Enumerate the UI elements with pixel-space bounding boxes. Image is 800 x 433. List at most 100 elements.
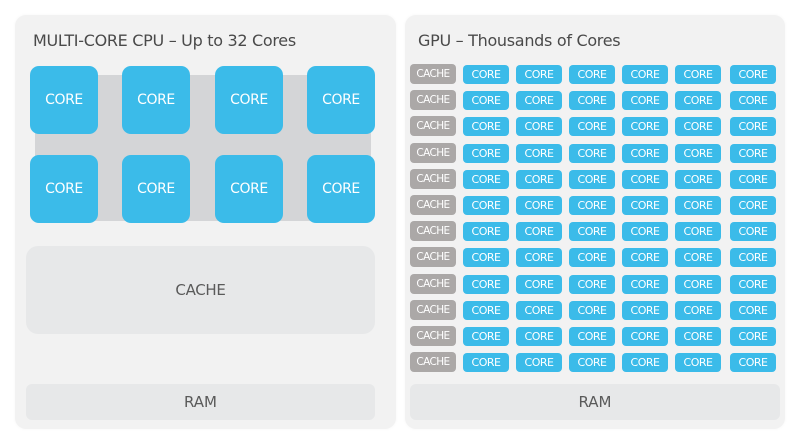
gpu-core: CORE [622, 248, 668, 268]
gpu-core: CORE [463, 222, 509, 242]
gpu-core: CORE [516, 91, 562, 111]
cpu-core: CORE [30, 155, 98, 223]
gpu-core: CORE [516, 274, 562, 294]
gpu-core: CORE [463, 248, 509, 268]
cpu-core: CORE [30, 66, 98, 134]
gpu-core: CORE [463, 274, 509, 294]
gpu-core: CORE [730, 248, 776, 268]
gpu-cache: CACHE [410, 168, 456, 189]
gpu-core: CORE [730, 222, 776, 242]
cpu-core: CORE [122, 66, 190, 134]
gpu-title: GPU – Thousands of Cores [418, 31, 621, 50]
gpu-ram-block: RAM [410, 384, 780, 420]
gpu-core: CORE [675, 274, 721, 294]
gpu-core: CORE [516, 248, 562, 268]
gpu-core: CORE [569, 169, 615, 189]
cpu-panel: MULTI-CORE CPU – Up to 32 Cores CORE CORE… [15, 15, 396, 429]
gpu-core: CORE [569, 274, 615, 294]
gpu-core: CORE [675, 65, 721, 84]
gpu-core: CORE [463, 117, 509, 137]
gpu-core: CORE [622, 327, 668, 346]
gpu-core: CORE [569, 222, 615, 242]
gpu-row: CACHE CORE CORE CORE CORE CORE CORE [410, 64, 780, 84]
gpu-core: CORE [675, 117, 721, 137]
cpu-title: MULTI-CORE CPU – Up to 32 Cores [33, 31, 296, 50]
gpu-core: CORE [569, 91, 615, 111]
gpu-core: CORE [569, 353, 615, 373]
gpu-core: CORE [463, 300, 509, 320]
gpu-row: CACHE CORE CORE CORE CORE CORE CORE [410, 221, 780, 242]
gpu-core: CORE [675, 248, 721, 268]
cpu-core: CORE [307, 155, 375, 223]
gpu-core: CORE [569, 248, 615, 268]
gpu-row: CACHE CORE CORE CORE CORE CORE CORE [410, 90, 780, 111]
gpu-cache: CACHE [410, 221, 456, 242]
gpu-core: CORE [730, 274, 776, 294]
gpu-row: CACHE CORE CORE CORE CORE CORE CORE [410, 273, 780, 294]
cpu-core: CORE [215, 155, 283, 223]
gpu-core: CORE [463, 91, 509, 111]
gpu-core: CORE [463, 327, 509, 346]
gpu-core: CORE [463, 196, 509, 215]
gpu-core: CORE [622, 300, 668, 320]
gpu-row: CACHE CORE CORE CORE CORE CORE CORE [410, 326, 780, 346]
gpu-cache: CACHE [410, 64, 456, 84]
gpu-core: CORE [730, 327, 776, 346]
gpu-row: CACHE CORE CORE CORE CORE CORE CORE [410, 299, 780, 320]
gpu-core: CORE [675, 91, 721, 111]
gpu-cache: CACHE [410, 299, 456, 320]
gpu-cache: CACHE [410, 116, 456, 137]
gpu-core: CORE [516, 327, 562, 346]
gpu-core: CORE [730, 117, 776, 137]
gpu-core: CORE [569, 196, 615, 215]
gpu-core: CORE [516, 300, 562, 320]
gpu-core: CORE [675, 143, 721, 163]
gpu-core: CORE [463, 143, 509, 163]
gpu-core: CORE [463, 65, 509, 84]
gpu-core: CORE [622, 143, 668, 163]
gpu-core: CORE [675, 300, 721, 320]
cpu-core: CORE [122, 155, 190, 223]
gpu-core: CORE [622, 91, 668, 111]
gpu-core: CORE [675, 222, 721, 242]
gpu-core: CORE [622, 222, 668, 242]
gpu-core: CORE [730, 143, 776, 163]
gpu-core: CORE [675, 353, 721, 373]
gpu-core: CORE [569, 300, 615, 320]
cpu-core: CORE [215, 66, 283, 134]
gpu-core: CORE [622, 169, 668, 189]
gpu-core: CORE [516, 169, 562, 189]
gpu-core: CORE [516, 353, 562, 373]
gpu-core: CORE [730, 91, 776, 111]
gpu-core: CORE [730, 300, 776, 320]
gpu-core: CORE [730, 353, 776, 373]
gpu-cache: CACHE [410, 90, 456, 111]
gpu-core: CORE [730, 169, 776, 189]
gpu-core: CORE [516, 196, 562, 215]
gpu-core: CORE [622, 117, 668, 137]
gpu-core: CORE [463, 169, 509, 189]
gpu-core: CORE [516, 222, 562, 242]
gpu-core: CORE [569, 327, 615, 346]
gpu-core: CORE [730, 196, 776, 215]
gpu-core: CORE [463, 353, 509, 373]
gpu-cache: CACHE [410, 195, 456, 215]
gpu-core: CORE [569, 65, 615, 84]
gpu-cache: CACHE [410, 326, 456, 346]
gpu-core: CORE [516, 117, 562, 137]
cpu-ram-block: RAM [26, 384, 375, 420]
gpu-core: CORE [569, 143, 615, 163]
gpu-core: CORE [730, 65, 776, 84]
gpu-core: CORE [622, 196, 668, 215]
gpu-cache: CACHE [410, 273, 456, 294]
gpu-core: CORE [675, 327, 721, 346]
cpu-core: CORE [307, 66, 375, 134]
gpu-core: CORE [675, 196, 721, 215]
gpu-core: CORE [516, 65, 562, 84]
gpu-core: CORE [622, 65, 668, 84]
gpu-core: CORE [622, 274, 668, 294]
